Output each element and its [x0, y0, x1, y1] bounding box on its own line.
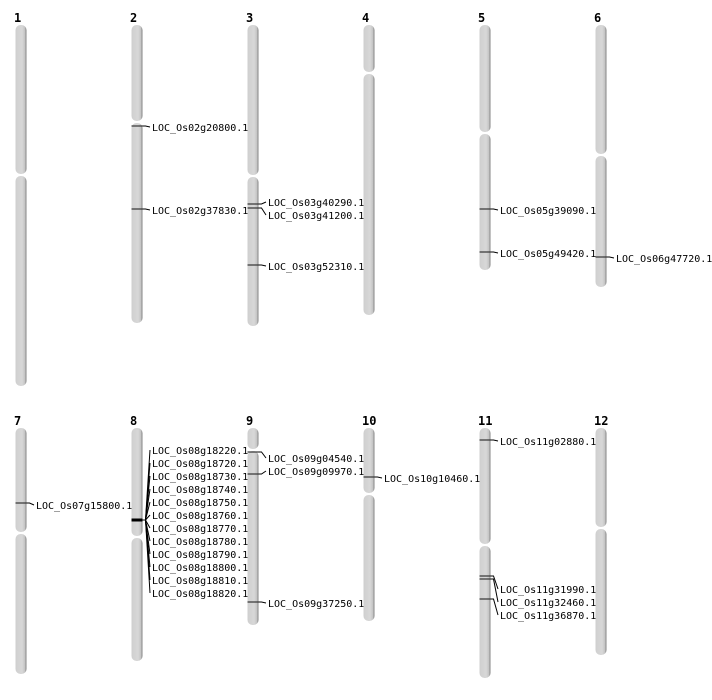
chromosome-arm-short [15, 428, 27, 532]
gene-marker[interactable]: LOC_Os02g37830.1 [131, 206, 249, 217]
gene-marker[interactable]: LOC_Os03g40290.1 [247, 198, 365, 209]
chromosome-8: 8LOC_Os08g18220.1LOC_Os08g18720.1LOC_Os0… [130, 414, 248, 661]
chromosome-arm-short [479, 25, 491, 132]
gene-marker[interactable]: LOC_Os11g32460.1 [479, 578, 597, 609]
chromosome-arm-long [363, 495, 375, 621]
gene-marker[interactable]: LOC_Os03g41200.1 [247, 207, 365, 222]
chromosome-arm-long [247, 177, 259, 326]
chromosome-4: 4 [362, 11, 375, 315]
gene-marker[interactable]: LOC_Os11g02880.1 [479, 437, 597, 448]
chromosome-arm-long [595, 529, 607, 655]
chromosome-arm-long [131, 538, 143, 661]
gene-label: LOC_Os11g31990.1 [500, 585, 596, 596]
gene-label: LOC_Os08g18770.1 [152, 524, 248, 535]
chromosome-arm-short [131, 25, 143, 121]
chromosome-arm-short [15, 25, 27, 174]
gene-label: LOC_Os03g41200.1 [268, 211, 364, 222]
chromosome-arm-long [363, 74, 375, 315]
gene-marker[interactable]: LOC_Os10g10460.1 [363, 474, 481, 485]
chromosome-arm-short [479, 428, 491, 544]
gene-label: LOC_Os08g18780.1 [152, 537, 248, 548]
chromosome-number: 6 [594, 11, 601, 25]
gene-label: LOC_Os09g37250.1 [268, 599, 364, 610]
gene-marker[interactable]: LOC_Os09g37250.1 [247, 599, 365, 610]
gene-label: LOC_Os08g18740.1 [152, 485, 248, 496]
gene-label: LOC_Os08g18810.1 [152, 576, 248, 587]
chromosome-12: 12 [594, 414, 608, 655]
gene-label: LOC_Os02g20800.1 [152, 123, 248, 134]
gene-label: LOC_Os08g18760.1 [152, 511, 248, 522]
chromosome-1: 1 [14, 11, 27, 386]
chromosome-arm-long [15, 176, 27, 386]
gene-marker[interactable]: LOC_Os11g31990.1 [479, 575, 597, 596]
gene-marker[interactable]: LOC_Os05g39090.1 [479, 206, 597, 217]
chromosome-number: 5 [478, 11, 485, 25]
chromosome-number: 11 [478, 414, 492, 428]
chromosome-number: 4 [362, 11, 369, 25]
gene-marker[interactable]: LOC_Os03g52310.1 [247, 262, 365, 273]
gene-label: LOC_Os05g49420.1 [500, 249, 596, 260]
gene-marker[interactable]: LOC_Os05g49420.1 [479, 249, 597, 260]
gene-label: LOC_Os03g52310.1 [268, 262, 364, 273]
chromosome-arm-short [595, 25, 607, 154]
chromosome-number: 9 [246, 414, 253, 428]
gene-marker[interactable]: LOC_Os07g15800.1 [15, 501, 133, 512]
gene-label: LOC_Os11g36870.1 [500, 611, 596, 622]
gene-marker[interactable]: LOC_Os09g04540.1 [247, 451, 365, 465]
gene-label: LOC_Os02g37830.1 [152, 206, 248, 217]
chromosome-arm-long [247, 451, 259, 625]
gene-label: LOC_Os09g04540.1 [268, 454, 364, 465]
chromosome-arm-short [363, 25, 375, 72]
gene-label: LOC_Os07g15800.1 [36, 501, 132, 512]
gene-label: LOC_Os08g18720.1 [152, 459, 248, 470]
chromosome-number: 8 [130, 414, 137, 428]
chromosome-arm-short [247, 25, 259, 175]
chromosome-arm-long [479, 546, 491, 678]
chromosome-number: 2 [130, 11, 137, 25]
chromosome-arm-short [363, 428, 375, 493]
chromosome-11: 11LOC_Os11g02880.1LOC_Os11g31990.1LOC_Os… [478, 414, 596, 678]
gene-label: LOC_Os08g18730.1 [152, 472, 248, 483]
gene-label: LOC_Os08g18750.1 [152, 498, 248, 509]
gene-marker[interactable]: LOC_Os11g36870.1 [479, 598, 597, 622]
gene-label: LOC_Os08g18800.1 [152, 563, 248, 574]
gene-marker[interactable]: LOC_Os08g18770.1 [131, 518, 249, 535]
gene-marker[interactable]: LOC_Os08g18820.1 [131, 518, 249, 600]
gene-label: LOC_Os09g09970.1 [268, 467, 364, 478]
gene-label: LOC_Os11g32460.1 [500, 598, 596, 609]
chromosome-arm-long [131, 123, 143, 323]
chromosome-number: 1 [14, 11, 21, 25]
chromosome-arm-short [247, 428, 259, 449]
gene-label: LOC_Os10g10460.1 [384, 474, 480, 485]
gene-marker[interactable]: LOC_Os02g20800.1 [131, 123, 249, 134]
gene-label: LOC_Os08g18220.1 [152, 446, 248, 457]
gene-label: LOC_Os11g02880.1 [500, 437, 596, 448]
gene-marker[interactable]: LOC_Os09g09970.1 [247, 467, 365, 478]
gene-marker[interactable]: LOC_Os08g18760.1 [131, 511, 249, 522]
chromosome-arm-short [595, 428, 607, 527]
chromosome-3: 3LOC_Os03g40290.1LOC_Os03g41200.1LOC_Os0… [246, 11, 364, 326]
chromosome-arm-short [131, 428, 143, 536]
chromosome-arm-long [595, 156, 607, 287]
chromosome-9: 9LOC_Os09g04540.1LOC_Os09g09970.1LOC_Os0… [246, 414, 364, 625]
chromosome-number: 12 [594, 414, 608, 428]
gene-label: LOC_Os08g18790.1 [152, 550, 248, 561]
chromosome-number: 3 [246, 11, 253, 25]
gene-label: LOC_Os05g39090.1 [500, 206, 596, 217]
gene-marker[interactable]: LOC_Os06g47720.1 [595, 254, 712, 265]
chromosome-arm-long [15, 534, 27, 674]
chromosome-number: 10 [362, 414, 376, 428]
gene-label: LOC_Os06g47720.1 [616, 254, 712, 265]
chromosome-number: 7 [14, 414, 21, 428]
gene-label: LOC_Os08g18820.1 [152, 589, 248, 600]
gene-label: LOC_Os03g40290.1 [268, 198, 364, 209]
chromosome-arm-long [479, 134, 491, 270]
